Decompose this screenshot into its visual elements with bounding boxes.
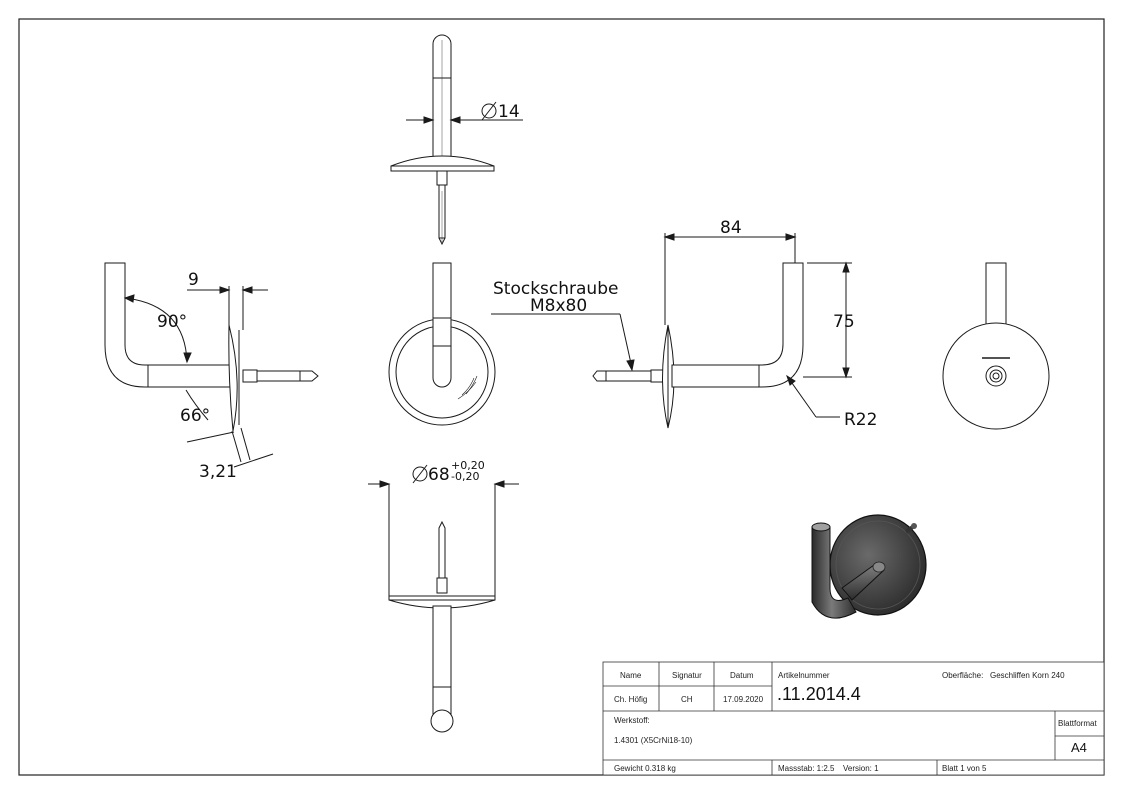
dim-right-length: 84 — [720, 218, 742, 238]
tb-signatur: CH — [681, 695, 693, 704]
screw-label-line1: Stockschraube — [493, 279, 618, 299]
dim-right-radius: R22 — [844, 410, 877, 430]
dim-left-thickness: 3,21 — [199, 462, 237, 482]
front-view — [388, 262, 496, 426]
right-view — [592, 233, 852, 429]
tb-artikelnummer: .11.2014.4 — [777, 684, 861, 704]
dim-left-angle-66: 66° — [180, 406, 210, 426]
tb-header-name: Name — [620, 671, 642, 680]
tb-oberflaeche: Geschliffen Korn 240 — [990, 671, 1065, 680]
dim-right-height: 75 — [833, 312, 855, 332]
tb-blattformat: A4 — [1071, 740, 1087, 755]
tb-blattformat-label: Blattformat — [1058, 719, 1097, 728]
tb-version: Version: 1 — [843, 764, 879, 773]
sheet-border — [18, 18, 1105, 776]
tb-werkstoff-label: Werkstoff: — [614, 716, 650, 725]
tb-oberflaeche-label: Oberfläche: — [942, 671, 983, 680]
screw-label-line2: M8x80 — [530, 296, 587, 316]
tb-blatt: Blatt 1 von 5 — [942, 764, 987, 773]
dim-left-width: 9 — [188, 270, 199, 290]
tb-gewicht: Gewicht 0.318 kg — [614, 764, 676, 773]
dim-left-angle-90: 90° — [157, 312, 187, 332]
tb-header-signatur: Signatur — [672, 671, 702, 680]
bottom-view — [368, 464, 519, 733]
tb-artikelnummer-label: Artikelnummer — [778, 671, 830, 680]
screw-leader — [491, 313, 635, 372]
dim-bottom-diameter: 68 — [428, 465, 450, 485]
back-view — [942, 262, 1050, 430]
tb-name: Ch. Höfig — [614, 695, 647, 704]
dim-bottom-tol-plus: +0,20 — [451, 459, 485, 472]
top-view — [390, 34, 523, 246]
tb-werkstoff: 1.4301 (X5CrNi18-10) — [614, 736, 693, 745]
isometric-render — [811, 514, 927, 619]
dim-top-diameter: 14 — [498, 102, 520, 122]
dim-bottom-tol-minus: -0,20 — [451, 470, 479, 483]
tb-datum: 17.09.2020 — [723, 695, 764, 704]
tb-header-datum: Datum — [730, 671, 754, 680]
left-view — [104, 262, 319, 468]
tb-massstab: Massstab: 1:2.5 — [778, 764, 835, 773]
title-block — [602, 661, 1105, 776]
